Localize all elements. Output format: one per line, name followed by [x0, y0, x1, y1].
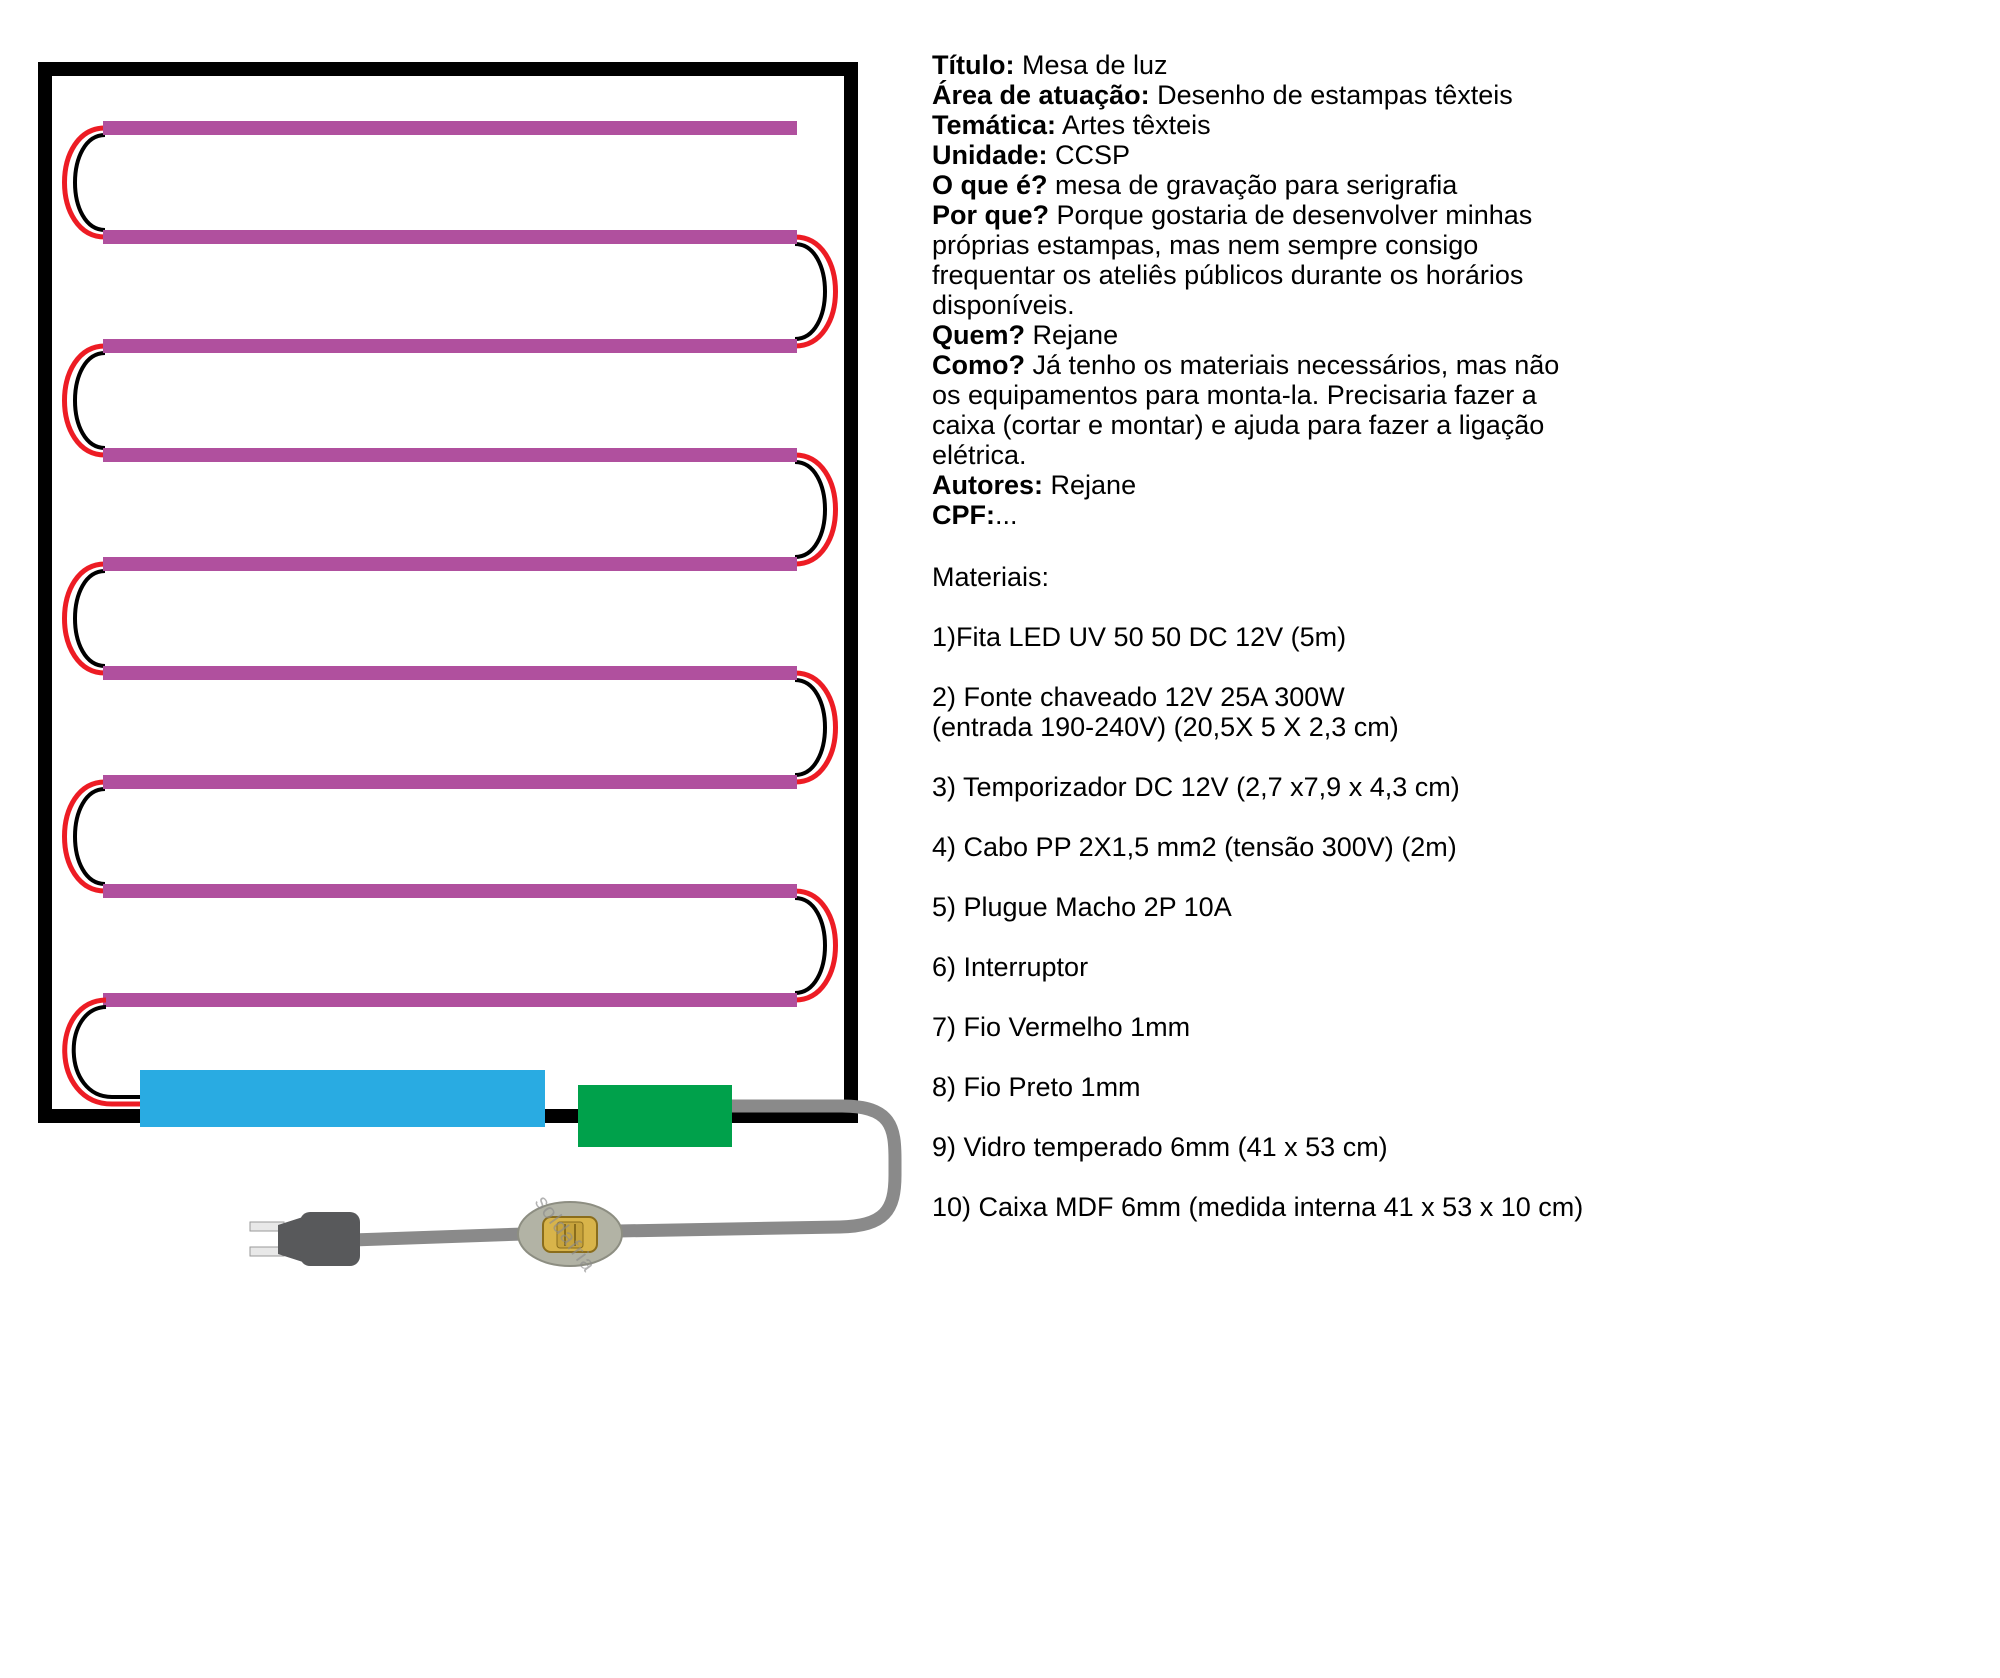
- connector-wire-black: [794, 896, 827, 995]
- connector-wire-red: [62, 779, 106, 894]
- connector-wire-red: [62, 125, 106, 240]
- connector-wire-red: [62, 561, 106, 676]
- box-frame: [38, 62, 858, 1123]
- plug-neck: [278, 1216, 306, 1263]
- materials-heading: Materiais:: [932, 562, 1050, 592]
- connector-wire-black: [73, 569, 106, 668]
- material-item: 10) Caixa MDF 6mm (medida interna 41 x 5…: [932, 1192, 1584, 1222]
- field-autores: Autores: Rejane: [932, 470, 1572, 500]
- field-label: Autores:: [932, 470, 1044, 500]
- material-item: 6) Interruptor: [932, 952, 1089, 982]
- project-info: Título: Mesa de luz Área de atuação: Des…: [932, 50, 1572, 530]
- material-item: 7) Fio Vermelho 1mm: [932, 1012, 1191, 1042]
- connector-wire-black: [794, 242, 827, 341]
- field-o-que-e: O que é? mesa de gravação para serigrafi…: [932, 170, 1572, 200]
- field-label: Temática:: [932, 110, 1057, 140]
- power-cable-segment-2: [345, 1227, 531, 1247]
- material-item: 5) Plugue Macho 2P 10A: [932, 892, 1232, 922]
- connector-wire-black: [794, 460, 827, 559]
- info-column: Título: Mesa de luz Área de atuação: Des…: [932, 50, 1642, 1222]
- field-label: Por que?: [932, 200, 1050, 230]
- field-quem: Quem? Rejane: [932, 320, 1572, 350]
- switch-rocker-ridge: [556, 1221, 584, 1249]
- timer-box: [578, 1085, 732, 1147]
- power-supply-box: [140, 1070, 545, 1127]
- connector-wire-black: [73, 351, 106, 450]
- led-strip: [103, 666, 797, 680]
- material-item: 2) Fonte chaveado 12V 25A 300W (entrada …: [932, 682, 1399, 742]
- led-strip: [103, 557, 797, 571]
- led-strip: [103, 230, 797, 244]
- field-value: Artes têxteis: [1056, 110, 1211, 140]
- connector-wire-black: [73, 133, 106, 232]
- led-strip: [103, 993, 797, 1007]
- feed-wire-black: [71, 1005, 145, 1099]
- light-table-diagram: soldafria: [38, 62, 902, 1276]
- plug-body: [300, 1212, 360, 1266]
- field-value: Rejane: [1025, 320, 1119, 350]
- power-cable-segment-1: [611, 1099, 902, 1238]
- field-label: Unidade:: [932, 140, 1048, 170]
- field-value: Já tenho os materiais necessários, mas n…: [932, 350, 1560, 470]
- connector-wire-black: [73, 787, 106, 886]
- field-unidade: Unidade: CCSP: [932, 140, 1572, 170]
- material-item: 8) Fio Preto 1mm: [932, 1072, 1141, 1102]
- field-value: CCSP: [1047, 140, 1131, 170]
- materials-list: Materiais: 1)Fita LED UV 50 50 DC 12V (5…: [932, 562, 1642, 1222]
- field-value: Desenho de estampas têxteis: [1149, 80, 1513, 110]
- field-label: Quem?: [932, 320, 1026, 350]
- material-item: 1)Fita LED UV 50 50 DC 12V (5m): [932, 622, 1347, 652]
- field-label: Área de atuação:: [932, 80, 1150, 110]
- field-area-de-atuacao: Área de atuação: Desenho de estampas têx…: [932, 80, 1572, 110]
- plug: [249, 1212, 360, 1266]
- led-strip: [103, 775, 797, 789]
- material-item: 9) Vidro temperado 6mm (41 x 53 cm): [932, 1132, 1388, 1162]
- field-titulo: Título: Mesa de luz: [932, 50, 1572, 80]
- field-label: Como?: [932, 350, 1025, 380]
- field-value: Rejane: [1043, 470, 1137, 500]
- inline-switch: [517, 1201, 623, 1267]
- connector-wire-red: [62, 343, 106, 458]
- led-strip: [103, 884, 797, 898]
- field-label: CPF:: [932, 500, 995, 530]
- led-strip: [103, 448, 797, 462]
- feed-wire-red: [62, 997, 145, 1107]
- field-tematica: Temática: Artes têxteis: [932, 110, 1572, 140]
- field-label: Título:: [932, 50, 1015, 80]
- field-value: Mesa de luz: [1014, 50, 1168, 80]
- field-value: Porque gostaria de desenvolver minhas pr…: [932, 200, 1533, 320]
- connector-wire-red: [794, 888, 838, 1003]
- connector-wire-red: [794, 452, 838, 567]
- connector-wire-red: [794, 670, 838, 785]
- material-item: 3) Temporizador DC 12V (2,7 x7,9 x 4,3 c…: [932, 772, 1460, 802]
- field-value: mesa de gravação para serigrafia: [1047, 170, 1458, 200]
- material-item: 4) Cabo PP 2X1,5 mm2 (tensão 300V) (2m): [932, 832, 1457, 862]
- field-value: ...: [995, 500, 1018, 530]
- led-serpentine: [62, 121, 838, 1007]
- connector-wire-black: [794, 678, 827, 777]
- led-strip: [103, 339, 797, 353]
- field-como: Como? Já tenho os materiais necessários,…: [932, 350, 1572, 470]
- led-strip: [103, 121, 797, 135]
- field-label: O que é?: [932, 170, 1048, 200]
- field-cpf: CPF:...: [932, 500, 1572, 530]
- connector-wire-red: [794, 234, 838, 349]
- field-por-que: Por que? Porque gostaria de desenvolver …: [932, 200, 1572, 320]
